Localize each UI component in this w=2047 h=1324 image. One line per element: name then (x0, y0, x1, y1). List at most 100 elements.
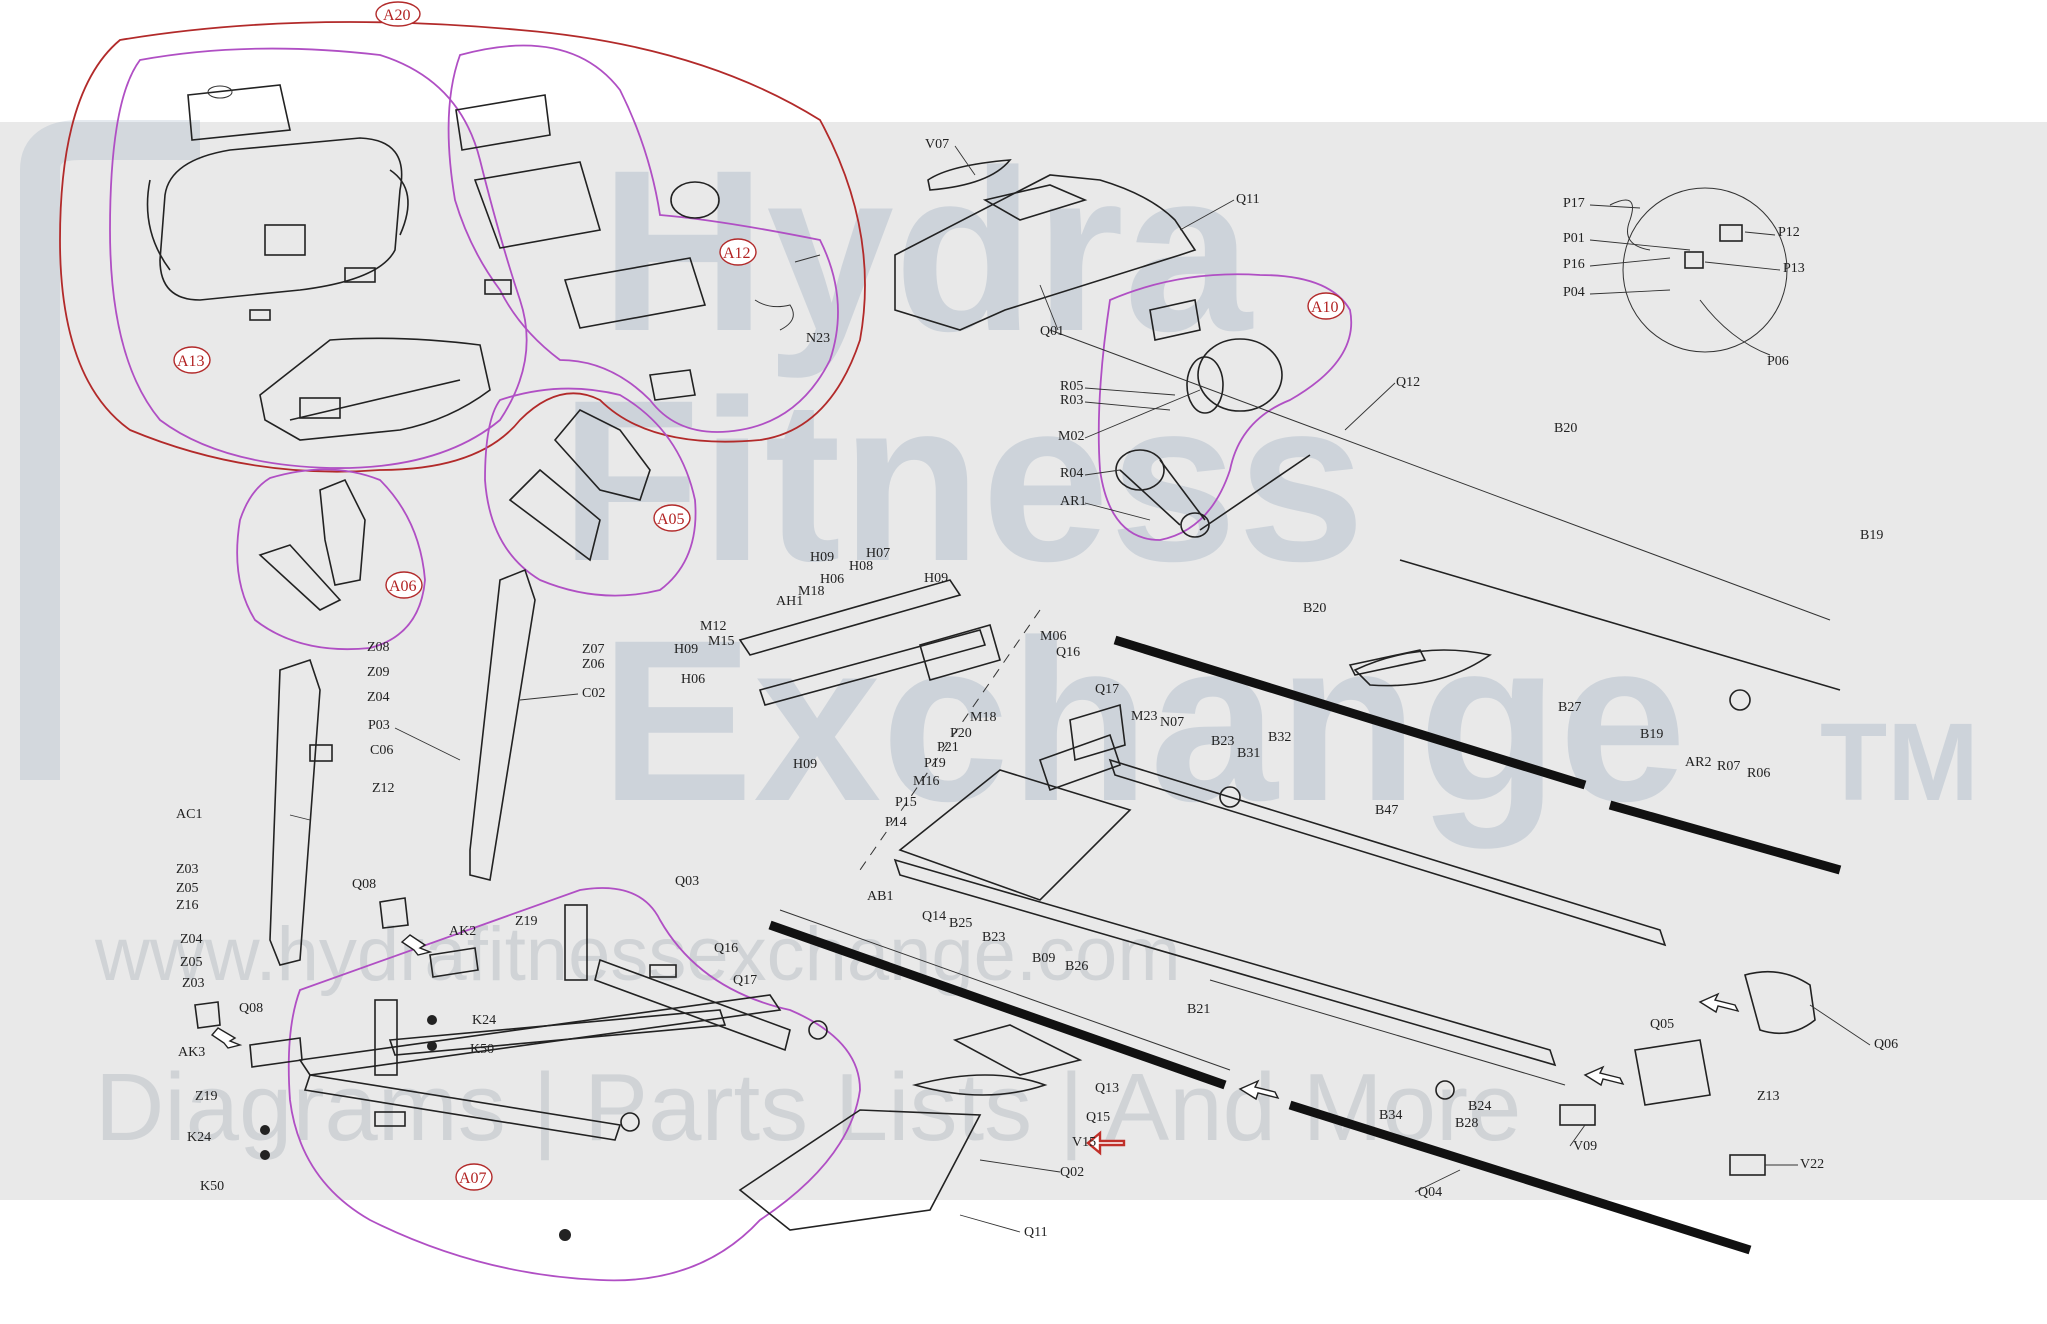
power-detail-circle (1622, 187, 1788, 353)
label-p14: P14 (885, 815, 907, 830)
label-q17-a: Q17 (1095, 682, 1119, 697)
label-z06: Z06 (582, 657, 605, 672)
label-q03: Q03 (675, 874, 699, 889)
label-p12: P12 (1778, 225, 1800, 240)
label-r05: R05 (1060, 379, 1083, 394)
label-m18-a: M18 (798, 584, 824, 599)
label-h06-b: H06 (681, 672, 705, 687)
label-r03: R03 (1060, 393, 1083, 408)
label-h07: H07 (866, 546, 890, 561)
rear-endcap-q05 (1634, 1039, 1711, 1106)
motor-control-board-m23 (1069, 703, 1126, 762)
label-b28: B28 (1455, 1116, 1478, 1131)
label-r06: R06 (1747, 766, 1770, 781)
label-b21: B21 (1187, 1002, 1210, 1017)
label-h09-d: H09 (793, 757, 817, 772)
elevation-disc-b31 (1219, 786, 1241, 808)
callout-a07 (455, 1163, 493, 1191)
label-q16-a: Q16 (1056, 645, 1080, 660)
electrical-inset (1609, 187, 1788, 356)
label-z07: Z07 (582, 642, 605, 657)
leveling-foot-k50-a (427, 1041, 437, 1051)
incline-frame-ab1 (898, 769, 1132, 901)
label-h09-c: H09 (674, 642, 698, 657)
label-b47: B47 (1375, 803, 1398, 818)
label-v09: V09 (1573, 1139, 1597, 1154)
callout-a12 (719, 238, 757, 266)
side-rail-top-b (1608, 800, 1842, 875)
label-p01: P01 (1563, 231, 1585, 246)
assembly-callouts: A20 A13 A12 A10 A05 A06 A07 (173, 1, 1345, 1191)
label-k50-a: K50 (470, 1042, 494, 1057)
belt-guard-center-b (1348, 649, 1427, 676)
label-q17-b: Q17 (733, 973, 757, 988)
right-arm-bracket (508, 468, 601, 562)
label-z12: Z12 (372, 781, 395, 796)
label-ac1: AC1 (176, 807, 202, 822)
left-arm-cover (319, 478, 366, 586)
watermark-trademark: TM (1820, 701, 1979, 824)
deck-and-frame (738, 329, 1842, 1255)
motor-hood-v07-label (927, 159, 1012, 191)
power-cable-p06 (1699, 299, 1771, 356)
arrow-q08-b (210, 1027, 243, 1049)
console-mast-crossbar (289, 379, 461, 421)
label-b32: B32 (1268, 730, 1291, 745)
label-q11-top: Q11 (1236, 192, 1260, 207)
console-assembly (146, 84, 821, 441)
callout-a12-text: A12 (723, 245, 751, 262)
label-b27: B27 (1558, 700, 1581, 715)
label-z13: Z13 (1757, 1089, 1780, 1104)
deck-back-edge (1049, 329, 1831, 621)
assembly-a12-outline (447, 44, 839, 433)
label-b23-b: B23 (982, 930, 1005, 945)
label-b34: B34 (1379, 1108, 1402, 1123)
left-arm-bracket (258, 544, 342, 611)
label-q16-b: Q16 (714, 941, 738, 956)
bottom-pan-q02 (738, 1109, 982, 1231)
label-b31: B31 (1237, 746, 1260, 761)
rear-endcap-q06 (1744, 970, 1816, 1035)
label-k24-b: K24 (187, 1130, 211, 1145)
callout-a13-text: A13 (177, 353, 205, 370)
label-r04: R04 (1060, 466, 1083, 481)
label-z19-a: Z19 (515, 914, 538, 929)
label-b24: B24 (1468, 1099, 1491, 1114)
label-p16: P16 (1563, 257, 1585, 272)
label-p20: P20 (950, 726, 972, 741)
incline-bracket-h2 (758, 629, 987, 706)
pad-v09 (1559, 1104, 1596, 1126)
incline-bracket-h (738, 579, 962, 656)
motor-section (894, 159, 1311, 538)
control-board (563, 257, 707, 329)
label-h09-a: H09 (810, 550, 834, 565)
assembly-a06-outline (236, 468, 426, 651)
base-frame (194, 897, 828, 1241)
motor-mount-bracket (1149, 299, 1201, 341)
label-b19-a: B19 (1860, 528, 1883, 543)
cable-clip-c06 (309, 744, 333, 762)
right-upright-c02 (469, 568, 536, 881)
console-overlay-oval (207, 85, 233, 99)
leveling-foot-k24-b (260, 1125, 270, 1135)
label-q06: Q06 (1874, 1037, 1898, 1052)
left-upright-ac1 (269, 658, 321, 966)
label-c02: C02 (582, 686, 605, 701)
arrow-deck (1238, 1079, 1280, 1101)
watermark-band (0, 122, 2047, 1200)
label-p21: P21 (937, 740, 959, 755)
label-h09-b: H09 (924, 571, 948, 586)
motor-drive-belt (1119, 459, 1206, 526)
display-small-label (484, 279, 512, 295)
drive-motor-endcap (1186, 356, 1224, 414)
label-z09: Z09 (367, 665, 390, 680)
label-q11-bottom: Q11 (1024, 1225, 1048, 1240)
highlight-arrow-v15 (1086, 1130, 1126, 1156)
label-z16: Z16 (176, 898, 199, 913)
console-left-handle (146, 179, 171, 271)
label-p04: P04 (1563, 285, 1585, 300)
label-k24-a: K24 (472, 1013, 496, 1028)
right-arm-cover (553, 409, 651, 501)
assembly-a07-outline (287, 887, 861, 1282)
